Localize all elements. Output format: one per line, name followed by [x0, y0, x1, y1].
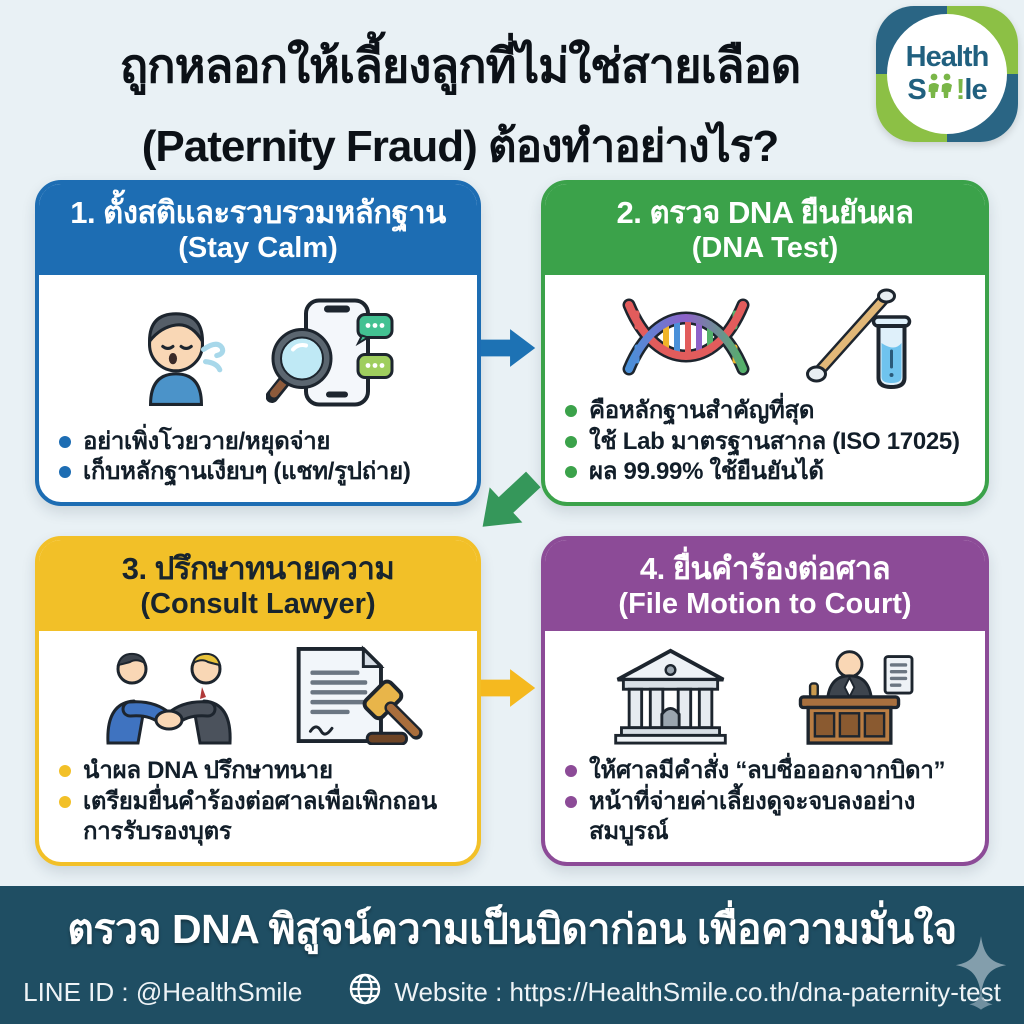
footer-tagline: ตรวจ DNA พิสูจน์ความเป็นบิดาก่อน เพื่อคว…: [67, 906, 957, 952]
bullet-dot: [565, 404, 577, 417]
list-item: ให้ศาลมีคำสั่ง “ลบชื่อออกจากบิดา”: [565, 756, 965, 787]
two-people-icon: [926, 73, 956, 106]
card-2-icons: [565, 283, 965, 396]
list-item: อย่าเพิ่งโวยวาย/หยุดจ่าย: [59, 427, 457, 458]
bullet-dot: [565, 435, 577, 448]
card-3-icons: [59, 639, 457, 756]
bullet-dot: [59, 466, 71, 479]
dna-icon: [611, 287, 761, 392]
card-2-title-th: 2. ตรวจ DNA ยืนยันผล: [616, 195, 914, 230]
list-item: เตรียมยื่นคำร้องต่อศาลเพื่อเพิกถอนการรับ…: [59, 787, 457, 848]
arrow-step1-to-step2-icon: [480, 329, 536, 367]
card-1-title-th: 1. ตั้งสติและรวบรวมหลักฐาน: [70, 195, 446, 230]
card-3-bullet-list: นำผล DNA ปรึกษาทนาย เตรียมยื่นคำร้องต่อศ…: [59, 756, 457, 848]
card-2-bullet-2: ใช้ Lab มาตรฐานสากล (ISO 17025): [589, 427, 960, 455]
judge-icon: [772, 645, 927, 750]
card-3-bullet-1: นำผล DNA ปรึกษาทนาย: [83, 756, 333, 784]
card-2-bullet-list: คือหลักฐานสำคัญที่สุด ใช้ Lab มาตรฐานสาก…: [565, 396, 965, 488]
logo-smile-mark: !: [955, 73, 966, 106]
website-text: Website : https://HealthSmile.co.th/dna-…: [394, 977, 1001, 1007]
handshake-icon: [89, 645, 249, 750]
step-card-4-file-motion: 4. ยื่นคำร้องต่อศาล (File Motion to Cour…: [541, 536, 989, 866]
card-3-header: 3. ปรึกษาทนายความ (Consult Lawyer): [39, 540, 477, 631]
bullet-dot: [59, 795, 71, 808]
bullet-dot: [59, 435, 71, 448]
card-2-title-en: (DNA Test): [691, 232, 839, 265]
globe-icon: [348, 972, 382, 1013]
sparkle-icon: [955, 936, 1007, 1010]
step-card-2-dna-test: 2. ตรวจ DNA ยืนยันผล (DNA Test): [541, 180, 989, 506]
logo-smile-prefix: S: [907, 73, 926, 106]
page-title: ถูกหลอกให้เลี้ยงลูกที่ไม่ใช่สายเลือด (Pa…: [0, 28, 920, 181]
footer-banner: ตรวจ DNA พิสูจน์ความเป็นบิดาก่อน เพื่อคว…: [0, 886, 1024, 1024]
card-1-title-en: (Stay Calm): [178, 232, 338, 265]
card-2-header: 2. ตรวจ DNA ยืนยันผล (DNA Test): [545, 184, 985, 275]
card-3-title-en: (Consult Lawyer): [140, 588, 376, 621]
healthsmile-logo: Health S ! le: [876, 6, 1018, 142]
swab-tube-icon: [795, 283, 920, 396]
bullet-dot: [565, 764, 577, 777]
list-item: ผล 99.99% ใช้ยืนยันได้: [565, 457, 965, 488]
step-card-1-stay-calm: 1. ตั้งสติและรวบรวมหลักฐาน (Stay Calm): [35, 180, 481, 506]
arrow-step2-to-step3-icon: [482, 471, 541, 527]
card-1-body: อย่าเพิ่งโวยวาย/หยุดจ่าย เก็บหลักฐานเงีย…: [39, 275, 477, 502]
card-1-header: 1. ตั้งสติและรวบรวมหลักฐาน (Stay Calm): [39, 184, 477, 275]
logo-text-health: Health: [905, 40, 990, 73]
website: Website : https://HealthSmile.co.th/dna-…: [348, 972, 1001, 1013]
contact-row: LINE ID : @HealthSmile Website : https:/…: [23, 972, 1001, 1013]
calm-man-icon: [120, 296, 232, 413]
card-2-bullet-1: คือหลักฐานสำคัญที่สุด: [589, 396, 815, 424]
title-line-1: ถูกหลอกให้เลี้ยงลูกที่ไม่ใช่สายเลือด: [119, 39, 802, 92]
step-card-3-consult-lawyer: 3. ปรึกษาทนายความ (Consult Lawyer): [35, 536, 481, 866]
card-4-icons: [565, 639, 965, 756]
line-id-text: LINE ID : @HealthSmile: [23, 977, 303, 1007]
card-4-title-en: (File Motion to Court): [618, 588, 912, 621]
arrow-step3-to-step4-icon: [480, 669, 536, 707]
phone-search-icon: [265, 295, 396, 415]
logo-text-smile: S ! le: [907, 73, 988, 106]
list-item: นำผล DNA ปรึกษาทนาย: [59, 756, 457, 787]
list-item: หน้าที่จ่ายค่าเลี้ยงดูจะจบลงอย่างสมบูรณ์: [565, 787, 965, 848]
card-4-bullet-1: ให้ศาลมีคำสั่ง “ลบชื่อออกจากบิดา”: [589, 756, 946, 784]
card-3-title-th: 3. ปรึกษาทนายความ: [121, 551, 395, 586]
card-4-bullet-2: หน้าที่จ่ายค่าเลี้ยงดูจะจบลงอย่างสมบูรณ์: [589, 787, 916, 846]
logo-smile-suffix: le: [964, 73, 987, 106]
card-4-header: 4. ยื่นคำร้องต่อศาล (File Motion to Cour…: [545, 540, 985, 631]
card-2-bullet-3: ผล 99.99% ใช้ยืนยันได้: [589, 458, 824, 486]
logo-circle: Health S ! le: [887, 14, 1007, 134]
document-gavel-icon: [283, 645, 428, 750]
card-1-bullet-list: อย่าเพิ่งโวยวาย/หยุดจ่าย เก็บหลักฐานเงีย…: [59, 427, 457, 488]
bullet-dot: [565, 795, 577, 808]
card-4-body: ให้ศาลมีคำสั่ง “ลบชื่อออกจากบิดา” หน้าที…: [545, 631, 985, 862]
card-1-bullet-2: เก็บหลักฐานเงียบๆ (แชท/รูปถ่าย): [83, 458, 411, 486]
list-item: ใช้ Lab มาตรฐานสากล (ISO 17025): [565, 427, 965, 458]
bullet-dot: [59, 764, 71, 777]
card-1-bullet-1: อย่าเพิ่งโวยวาย/หยุดจ่าย: [83, 427, 331, 455]
title-line-2: (Paternity Fraud) ต้องทำอย่างไร?: [141, 122, 780, 171]
card-3-body: นำผล DNA ปรึกษาทนาย เตรียมยื่นคำร้องต่อศ…: [39, 631, 477, 862]
card-2-body: คือหลักฐานสำคัญที่สุด ใช้ Lab มาตรฐานสาก…: [545, 275, 985, 502]
list-item: คือหลักฐานสำคัญที่สุด: [565, 396, 965, 427]
courthouse-icon: [603, 645, 738, 750]
bullet-dot: [565, 466, 577, 479]
card-3-bullet-2: เตรียมยื่นคำร้องต่อศาลเพื่อเพิกถอนการรับ…: [83, 787, 437, 846]
card-1-icons: [59, 283, 457, 427]
card-4-title-th: 4. ยื่นคำร้องต่อศาล: [639, 551, 891, 586]
card-4-bullet-list: ให้ศาลมีคำสั่ง “ลบชื่อออกจากบิดา” หน้าที…: [565, 756, 965, 848]
line-id: LINE ID : @HealthSmile: [23, 977, 302, 1008]
list-item: เก็บหลักฐานเงียบๆ (แชท/รูปถ่าย): [59, 457, 457, 488]
